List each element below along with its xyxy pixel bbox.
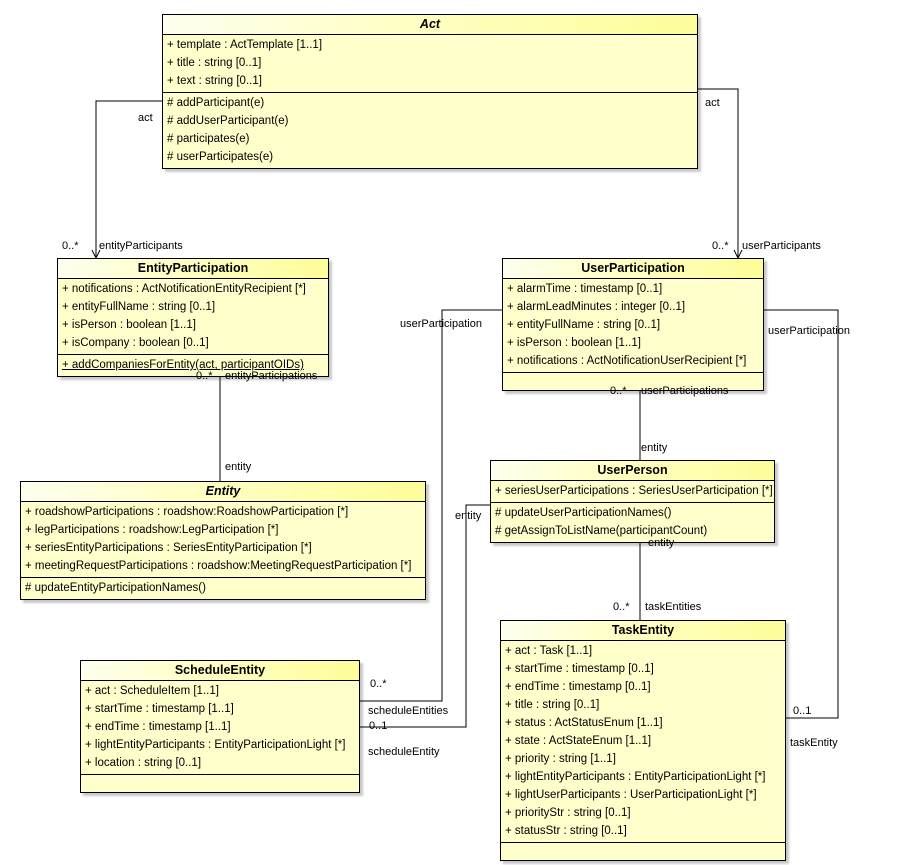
operation: # userParticipates(e) <box>167 151 274 163</box>
class-entityparticipation[interactable]: EntityParticipation + notifications : Ac… <box>57 258 329 377</box>
attribute: + priority : string [1..1] <box>505 753 616 765</box>
edge-label-scheduleentity-mult: 0..1 <box>369 720 388 732</box>
operations-taskentity <box>501 843 785 860</box>
edge-label-userparticipation-role-right: userParticipation <box>768 325 850 337</box>
edge-label-scheduleentity-role: scheduleEntity <box>368 746 440 758</box>
attribute: + notifications : ActNotificationUserRec… <box>507 355 747 367</box>
attribute: + entityFullName : string [0..1] <box>507 319 661 331</box>
attribute: + priorityStr : string [0..1] <box>505 807 631 819</box>
attribute: + statusStr : string [0..1] <box>505 825 627 837</box>
edge-label-userparticipations-role: userParticipations <box>641 385 729 397</box>
edge-label-taskentities-mult: 0..* <box>613 601 630 613</box>
edge-label-scheduleentities-role: scheduleEntities <box>368 705 449 717</box>
attributes-entity: + roadshowParticipations : roadshow:Road… <box>21 502 425 578</box>
edge-label-taskentity-mult: 0..1 <box>793 705 812 717</box>
class-userparticipation[interactable]: UserParticipation + alarmTime : timestam… <box>502 258 764 391</box>
attribute: + seriesUserParticipations : SeriesUserP… <box>495 485 773 497</box>
edge-label-entity-role-task: entity <box>648 537 675 549</box>
edge-label-entityparticipations-mult: 0..* <box>196 370 213 382</box>
edge-label-entity-role-userperson: entity <box>641 442 668 454</box>
attribute: + lightEntityParticipants : EntityPartic… <box>505 771 766 783</box>
edge-label-taskentity-role: taskEntity <box>790 737 838 749</box>
operation: # addUserParticipant(e) <box>167 115 289 127</box>
attribute: + act : ScheduleItem [1..1] <box>85 685 219 697</box>
edge-label-entityparticipants-role: entityParticipants <box>99 240 183 252</box>
edge-label-userparticipations-mult: 0..* <box>610 385 627 397</box>
edge-label-entityparticipants-mult: 0..* <box>62 240 79 252</box>
attribute: + text : string [0..1] <box>167 75 262 87</box>
attribute: + seriesEntityParticipations : SeriesEnt… <box>25 542 312 554</box>
attributes-act: + template : ActTemplate [1..1] + title … <box>163 35 697 93</box>
edge-label-taskentities-role: taskEntities <box>645 601 702 613</box>
edge-label-userparticipants-role: userParticipants <box>742 240 821 252</box>
attributes-userperson: + seriesUserParticipations : SeriesUserP… <box>491 481 774 503</box>
edge-label-entityparticipations-role: entityParticipations <box>225 370 318 382</box>
attribute: + alarmTime : timestamp [0..1] <box>507 283 663 295</box>
operation: # updateUserParticipationNames() <box>495 507 672 519</box>
class-title-act: Act <box>163 15 697 35</box>
attributes-entityparticipation: + notifications : ActNotificationEntityR… <box>58 279 328 355</box>
edge-label-scheduleentities-mult: 0..* <box>370 678 387 690</box>
edge-label-userparticipants-mult: 0..* <box>712 240 729 252</box>
edge-act-entityparticipants <box>91 100 162 260</box>
class-title-entity: Entity <box>21 482 425 502</box>
class-title-scheduleentity: ScheduleEntity <box>81 661 359 681</box>
attribute: + isCompany : boolean [0..1] <box>62 337 209 349</box>
operation: # participates(e) <box>167 133 250 145</box>
attribute: + act : Task [1..1] <box>505 645 593 657</box>
edge-label-userparticipation-role-mid: userParticipation <box>400 318 482 330</box>
edge-label-entity-role-schedule: entity <box>455 510 482 522</box>
edge-label-act-right-role: act <box>705 97 720 109</box>
class-taskentity[interactable]: TaskEntity + act : Task [1..1] + startTi… <box>500 620 786 861</box>
operation: # addParticipant(e) <box>167 97 265 109</box>
operations-scheduleentity <box>81 775 359 792</box>
attribute: + notifications : ActNotificationEntityR… <box>62 283 306 295</box>
attributes-userparticipation: + alarmTime : timestamp [0..1] + alarmLe… <box>503 279 763 373</box>
edge-label-act-left-role: act <box>138 112 153 124</box>
attribute: + roadshowParticipations : roadshow:Road… <box>25 506 349 518</box>
class-title-taskentity: TaskEntity <box>501 621 785 641</box>
operations-entityparticipation: + addCompaniesForEntity(act, participant… <box>58 355 328 376</box>
attribute: + legParticipations : roadshow:LegPartic… <box>25 524 279 536</box>
attribute: + template : ActTemplate [1..1] <box>167 39 323 51</box>
edge-label-entity-role-left: entity <box>225 461 252 473</box>
attribute: + isPerson : boolean [1..1] <box>507 337 641 349</box>
attribute: + alarmLeadMinutes : integer [0..1] <box>507 301 686 313</box>
operations-entity: # updateEntityParticipationNames() <box>21 578 425 599</box>
operations-userperson: # updateUserParticipationNames() # getAs… <box>491 503 774 542</box>
attributes-scheduleentity: + act : ScheduleItem [1..1] + startTime … <box>81 681 359 775</box>
class-act[interactable]: Act + template : ActTemplate [1..1] + ti… <box>162 14 698 169</box>
attribute: + isPerson : boolean [1..1] <box>62 319 196 331</box>
attribute: + startTime : timestamp [1..1] <box>85 703 234 715</box>
attribute: + lightUserParticipants : UserParticipat… <box>505 789 757 801</box>
operation: # updateEntityParticipationNames() <box>25 582 206 594</box>
attribute: + lightEntityParticipants : EntityPartic… <box>85 739 346 751</box>
operation: # getAssignToListName(participantCount) <box>495 525 708 537</box>
attribute: + startTime : timestamp [0..1] <box>505 663 654 675</box>
operations-act: # addParticipant(e) # addUserParticipant… <box>163 93 697 168</box>
attribute: + meetingRequestParticipations : roadsho… <box>25 560 412 572</box>
attribute: + status : ActStatusEnum [1..1] <box>505 717 663 729</box>
attribute: + state : ActStateEnum [1..1] <box>505 735 652 747</box>
class-title-entityparticipation: EntityParticipation <box>58 259 328 279</box>
class-title-userparticipation: UserParticipation <box>503 259 763 279</box>
attributes-taskentity: + act : Task [1..1] + startTime : timest… <box>501 641 785 843</box>
class-scheduleentity[interactable]: ScheduleEntity + act : ScheduleItem [1..… <box>80 660 360 793</box>
attribute: + title : string [0..1] <box>505 699 600 711</box>
edge-act-userparticipants <box>698 88 743 260</box>
class-title-userperson: UserPerson <box>491 461 774 481</box>
class-entity[interactable]: Entity + roadshowParticipations : roadsh… <box>20 481 426 600</box>
attribute: + endTime : timestamp [0..1] <box>505 681 651 693</box>
attribute: + endTime : timestamp [1..1] <box>85 721 231 733</box>
class-userperson[interactable]: UserPerson + seriesUserParticipations : … <box>490 460 775 543</box>
attribute: + entityFullName : string [0..1] <box>62 301 216 313</box>
attribute: + title : string [0..1] <box>167 57 262 69</box>
attribute: + location : string [0..1] <box>85 757 202 769</box>
operation-static: + addCompaniesForEntity(act, participant… <box>62 359 304 371</box>
